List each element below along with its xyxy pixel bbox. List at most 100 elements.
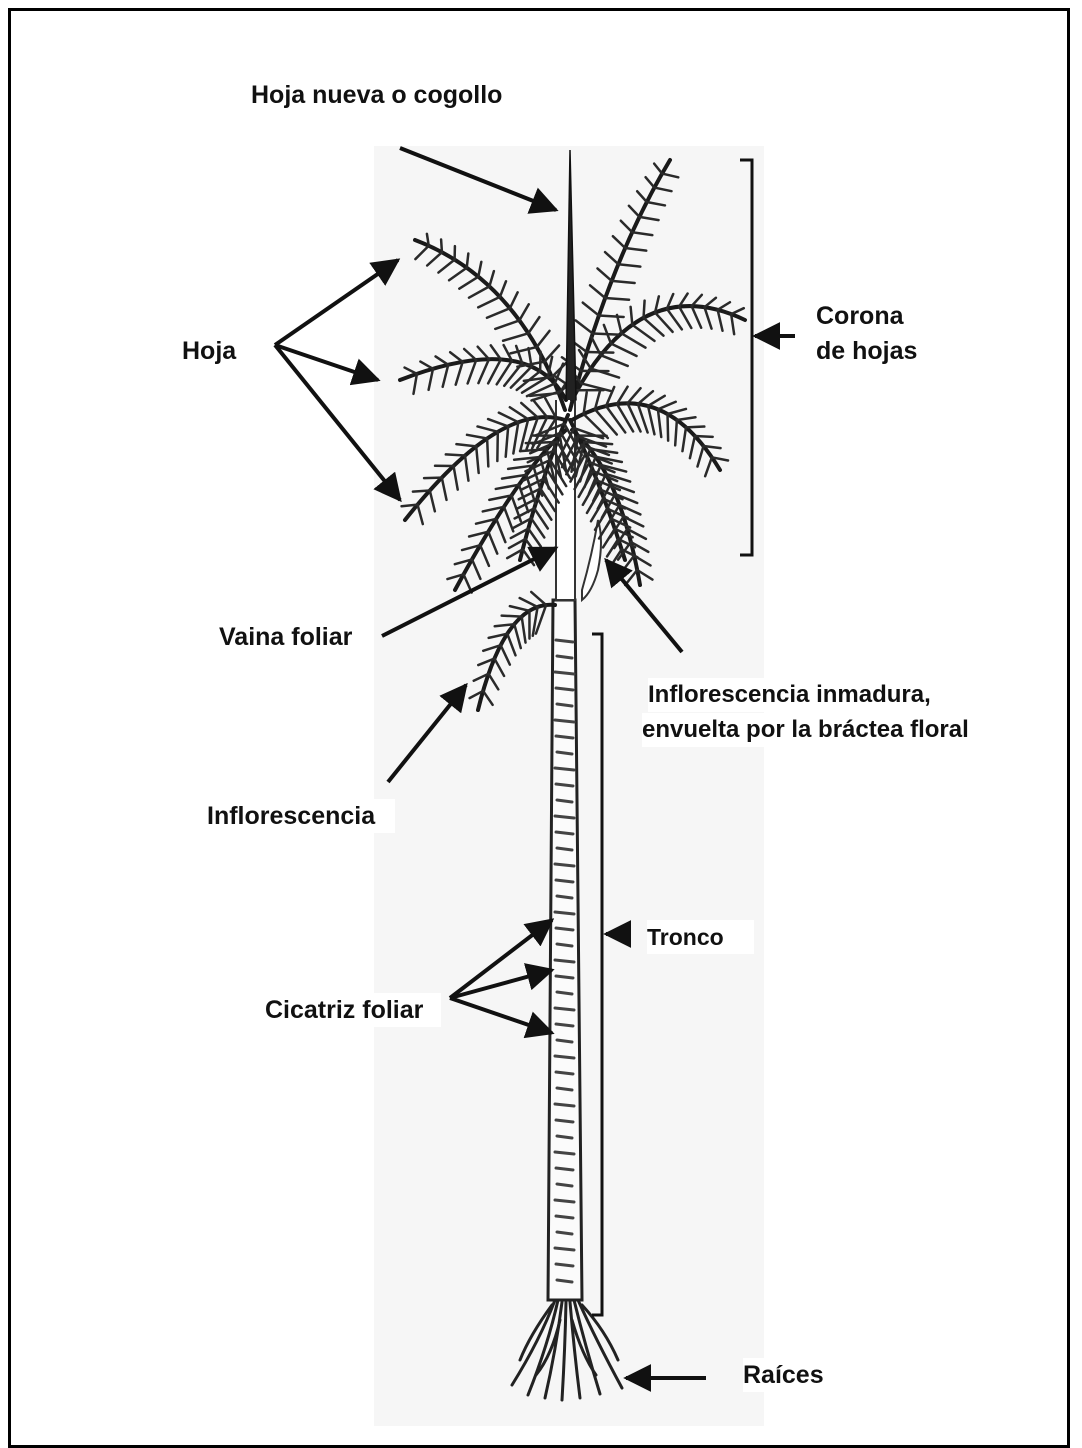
leaf-scar-mark bbox=[557, 896, 572, 898]
trunk-bracket bbox=[592, 634, 602, 1315]
leaflet-stroke bbox=[613, 236, 625, 248]
leaflet-stroke bbox=[692, 306, 702, 328]
leaflet-stroke bbox=[418, 505, 423, 524]
roots-drawing bbox=[512, 1300, 622, 1400]
leaf-scar-mark bbox=[557, 1280, 572, 1282]
label-raices: Raíces bbox=[743, 1358, 824, 1392]
label-corona-line2: de hojas bbox=[816, 334, 917, 368]
label-inflorescencia: Inflorescencia bbox=[207, 799, 395, 833]
leaf-scar-mark bbox=[555, 1104, 574, 1106]
leaflet-stroke bbox=[576, 320, 593, 333]
leaflet-stroke bbox=[420, 362, 433, 369]
leaflet-stroke bbox=[483, 691, 492, 705]
leaflet-stroke bbox=[506, 426, 508, 456]
leaflet-stroke bbox=[487, 438, 488, 466]
leaflet-stroke bbox=[488, 532, 497, 554]
leaf-scar-mark bbox=[556, 1120, 573, 1122]
leaflet-stroke bbox=[456, 362, 463, 385]
leaflet-stroke bbox=[522, 617, 526, 643]
leaf-scar-mark bbox=[557, 848, 572, 850]
leaf-scar-mark bbox=[557, 1232, 572, 1234]
leaflet-stroke bbox=[478, 347, 489, 359]
label-hoja: Hoja bbox=[182, 334, 236, 368]
leaflet-stroke bbox=[430, 490, 435, 511]
leaf-scar-mark bbox=[556, 1216, 573, 1218]
leaf-scar-mark bbox=[556, 976, 573, 978]
leaflet-stroke bbox=[646, 177, 655, 187]
leaflet-stroke bbox=[631, 307, 633, 325]
leaflet-stroke bbox=[662, 174, 678, 178]
leaflet-stroke bbox=[478, 359, 489, 383]
leaf-scar-mark bbox=[556, 832, 573, 834]
leaf-scar-mark bbox=[555, 1056, 574, 1058]
leaf-scar-mark bbox=[556, 640, 573, 642]
leaflet-stroke bbox=[593, 334, 619, 335]
immature-inflorescence-drawing bbox=[582, 520, 601, 600]
leaflet-stroke bbox=[469, 286, 489, 297]
leaflet-stroke bbox=[605, 252, 618, 264]
label-inflorescencia-inmadura-line2: envuelta por la bráctea floral bbox=[642, 713, 969, 747]
leaflet-stroke bbox=[675, 420, 677, 445]
leaflet-stroke bbox=[513, 422, 518, 453]
leaf-scar-mark bbox=[555, 672, 574, 674]
leaflet-stroke bbox=[424, 478, 442, 479]
leaflet-stroke bbox=[514, 624, 520, 648]
leaflet-stroke bbox=[639, 217, 658, 220]
leaflet-stroke bbox=[637, 191, 647, 202]
leaflet-stroke bbox=[697, 446, 703, 467]
leaf-scar-mark bbox=[557, 1040, 572, 1042]
leaflet-stroke bbox=[510, 606, 530, 611]
leaflet-stroke bbox=[488, 419, 508, 426]
leaflet-stroke bbox=[517, 371, 540, 390]
trunk-drawing bbox=[548, 600, 582, 1300]
leaflet-stroke bbox=[658, 402, 676, 410]
inflorescence-drawing bbox=[470, 592, 555, 710]
leaflet-stroke bbox=[487, 308, 510, 318]
leaflet-stroke bbox=[603, 529, 615, 548]
leaflet-stroke bbox=[510, 347, 536, 353]
leaflet-stroke bbox=[654, 164, 662, 174]
leaflet-stroke bbox=[718, 302, 730, 310]
crown-bracket bbox=[740, 160, 752, 555]
leaflet-stroke bbox=[496, 519, 505, 542]
leaflet-stroke bbox=[454, 466, 458, 490]
leaflet-stroke bbox=[510, 292, 518, 308]
leaflet-stroke bbox=[597, 268, 611, 280]
leaflet-stroke bbox=[438, 260, 454, 273]
leaflet-stroke bbox=[503, 333, 528, 340]
leaf-scar-mark bbox=[555, 816, 574, 818]
leaflet-stroke bbox=[704, 298, 715, 307]
leaflet-stroke bbox=[520, 598, 538, 607]
leaflet-stroke bbox=[705, 457, 712, 476]
leaflet-stroke bbox=[618, 264, 640, 266]
arrow-icon-cicatriz-3 bbox=[450, 998, 552, 1033]
leaflet-stroke bbox=[537, 331, 550, 347]
leaflet-stroke bbox=[677, 417, 696, 420]
leaf-scar-mark bbox=[556, 1168, 573, 1170]
leaf-scar-mark bbox=[555, 768, 574, 770]
leaf-scar-mark bbox=[556, 784, 573, 786]
leaflet-stroke bbox=[531, 592, 546, 605]
leaflet-stroke bbox=[605, 298, 629, 300]
leaflet-stroke bbox=[612, 281, 635, 283]
leaflet-stroke bbox=[638, 391, 653, 404]
leaflet-stroke bbox=[464, 349, 476, 360]
leaflet-stroke bbox=[648, 396, 665, 406]
leaflet-stroke bbox=[668, 414, 669, 441]
leaflet-stroke bbox=[443, 365, 449, 387]
leaf-scar-mark bbox=[556, 736, 573, 738]
leaflet-stroke bbox=[528, 317, 539, 333]
leaflet-stroke bbox=[478, 297, 500, 307]
leaflet-stroke bbox=[601, 355, 628, 366]
leaf-scar-mark bbox=[555, 720, 574, 722]
leaflet-stroke bbox=[704, 307, 711, 328]
leaf-scar-mark bbox=[556, 1072, 573, 1074]
leaflet-stroke bbox=[441, 240, 442, 253]
leaflet-stroke bbox=[501, 645, 510, 664]
leaf-scar-mark bbox=[557, 992, 572, 994]
leaflet-stroke bbox=[402, 505, 418, 507]
leaflet-stroke bbox=[468, 360, 477, 383]
leaflet-stroke bbox=[489, 674, 499, 690]
leaflet-stroke bbox=[467, 254, 469, 268]
arrow-icon-hoja-nueva bbox=[400, 148, 556, 210]
